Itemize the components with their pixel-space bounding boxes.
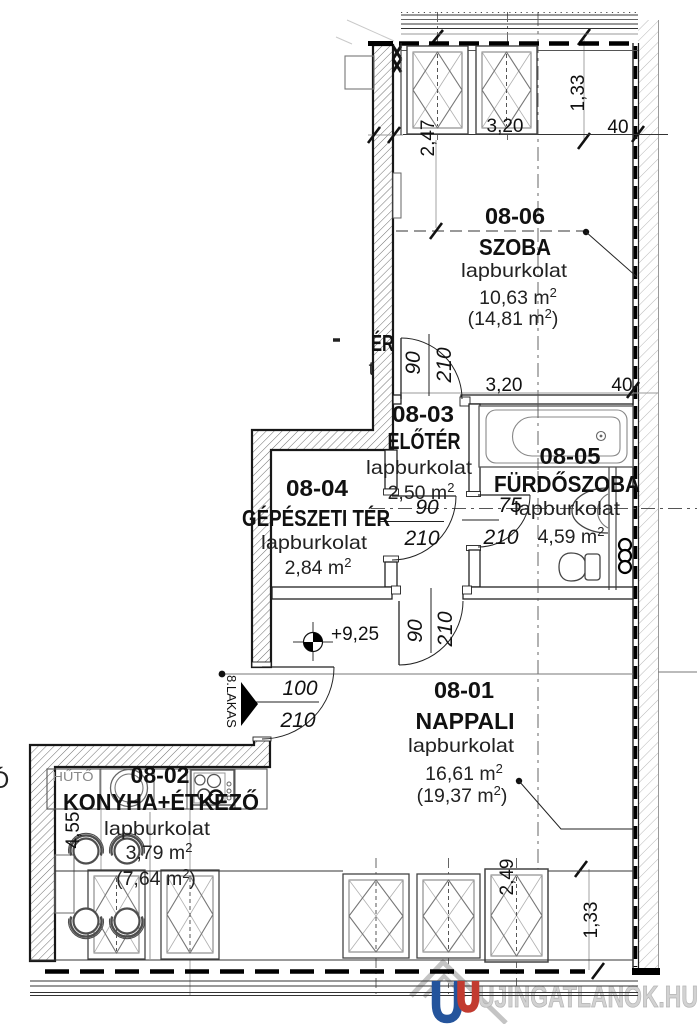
svg-text:75: 75 [498, 494, 522, 517]
svg-text:210: 210 [434, 611, 457, 647]
svg-text:90: 90 [402, 351, 425, 375]
svg-text:08-04: 08-04 [286, 475, 348, 501]
svg-text:3,20: 3,20 [486, 375, 523, 396]
svg-text:Ó: Ó [0, 767, 9, 794]
svg-text:lapburkolat: lapburkolat [261, 532, 368, 554]
svg-text:08-06: 08-06 [485, 203, 545, 229]
svg-text:40: 40 [611, 375, 632, 396]
svg-text:90: 90 [404, 619, 427, 643]
svg-text:(19,37 m2): (19,37 m2) [417, 783, 508, 807]
svg-text:210: 210 [482, 526, 518, 549]
svg-text:2,47: 2,47 [418, 120, 439, 157]
svg-text:08-05: 08-05 [540, 443, 601, 469]
svg-text:lapburkolat: lapburkolat [461, 260, 568, 282]
svg-text:10,63 m2: 10,63 m2 [479, 285, 557, 309]
svg-text:1,33: 1,33 [568, 75, 589, 112]
svg-text:2,84 m2: 2,84 m2 [285, 555, 352, 579]
svg-text:4,59 m2: 4,59 m2 [538, 524, 605, 548]
svg-text:3,20: 3,20 [487, 116, 524, 137]
svg-text:210: 210 [433, 347, 456, 383]
svg-text:t: t [369, 358, 375, 380]
svg-text:ÉR: ÉR [371, 329, 394, 356]
svg-text:lapburkolat: lapburkolat [408, 735, 515, 757]
svg-text:4,55: 4,55 [63, 812, 84, 849]
svg-text:lapburkolat: lapburkolat [104, 818, 211, 840]
svg-text:08-01: 08-01 [434, 677, 494, 703]
svg-text:40: 40 [607, 117, 628, 138]
svg-text:90: 90 [415, 496, 439, 519]
svg-text:+9,25: +9,25 [331, 624, 379, 645]
svg-text:3,79 m2: 3,79 m2 [126, 840, 193, 864]
svg-text:SZOBA: SZOBA [479, 234, 551, 260]
svg-text:ELŐTÉR: ELŐTÉR [388, 427, 461, 454]
svg-text:lapburkolat: lapburkolat [514, 498, 621, 520]
svg-text:2,49: 2,49 [497, 859, 518, 896]
svg-text:KONYHA+ÉTKEZŐ: KONYHA+ÉTKEZŐ [63, 788, 259, 815]
svg-text:210: 210 [279, 709, 315, 732]
svg-text:UJINGATLANOK.HU: UJINGATLANOK.HU [478, 979, 697, 1014]
svg-text:NAPPALI: NAPPALI [416, 708, 515, 734]
svg-text:08-02: 08-02 [131, 762, 190, 788]
svg-text:(14,81 m2): (14,81 m2) [468, 306, 559, 330]
svg-text:16,61 m2: 16,61 m2 [425, 761, 503, 785]
svg-text:8.LAKAS: 8.LAKAS [224, 675, 239, 728]
svg-text:lapburkolat: lapburkolat [366, 457, 473, 479]
svg-text:(7,64 m2): (7,64 m2) [116, 866, 196, 890]
svg-text:100: 100 [282, 677, 317, 700]
svg-text:1,33: 1,33 [581, 902, 602, 939]
svg-text:210: 210 [403, 527, 439, 550]
svg-text:08-03: 08-03 [392, 401, 454, 427]
svg-text:FÜRDŐSZOBA: FÜRDŐSZOBA [494, 470, 640, 497]
svg-text:GÉPÉSZETI TÉR: GÉPÉSZETI TÉR [242, 504, 390, 531]
svg-text:2,50 m2: 2,50 m2 [388, 480, 455, 504]
svg-text:HŰTŐ: HŰTŐ [53, 769, 94, 784]
